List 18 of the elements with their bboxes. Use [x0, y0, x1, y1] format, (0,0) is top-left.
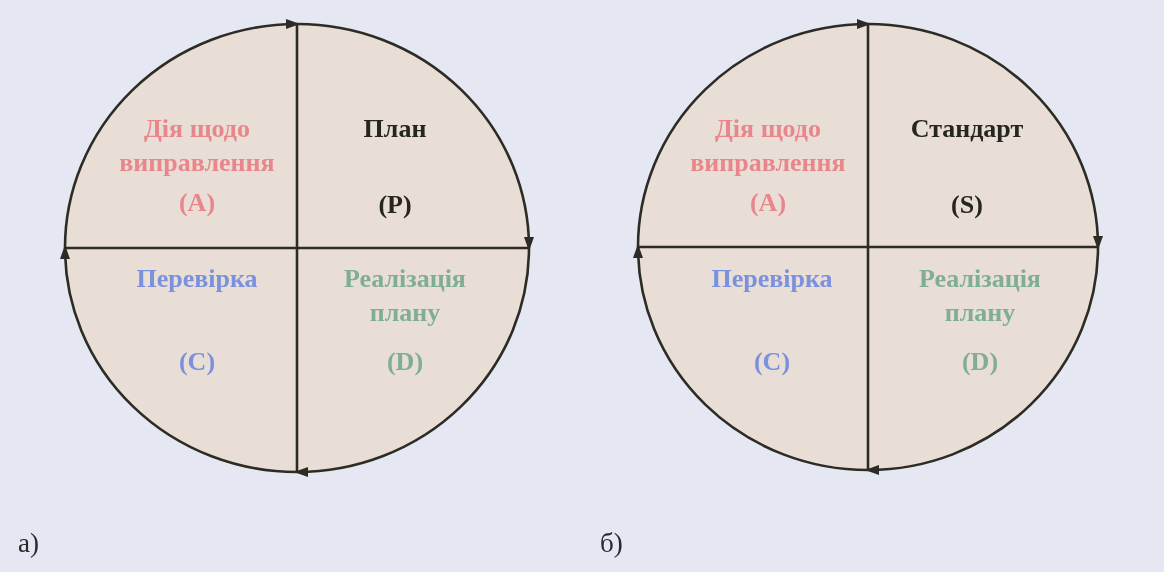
- stage-label: Дія щодо виправлення: [689, 113, 847, 179]
- stage-letter: (A): [749, 187, 787, 219]
- stage-label: Стандарт: [910, 113, 1024, 145]
- stage-letter: (P): [377, 189, 413, 221]
- stage-label: Перевірка: [135, 263, 259, 295]
- stage-label: Реалізація плану: [343, 263, 467, 329]
- stage-letter: (S): [950, 189, 984, 221]
- panel-label: а): [18, 528, 39, 558]
- stage-letter: (D): [386, 346, 424, 378]
- stage-letter: (D): [961, 346, 999, 378]
- stage-letter: (A): [178, 187, 216, 219]
- stage-letter: (C): [753, 346, 791, 378]
- stage-label: Реалізація плану: [918, 263, 1042, 329]
- stage-label: Дія щодо виправлення: [118, 113, 276, 179]
- stage-letter: (C): [178, 346, 216, 378]
- stage-label: Перевірка: [710, 263, 834, 295]
- panel-label: б): [600, 528, 623, 558]
- stage-label: План: [363, 113, 427, 145]
